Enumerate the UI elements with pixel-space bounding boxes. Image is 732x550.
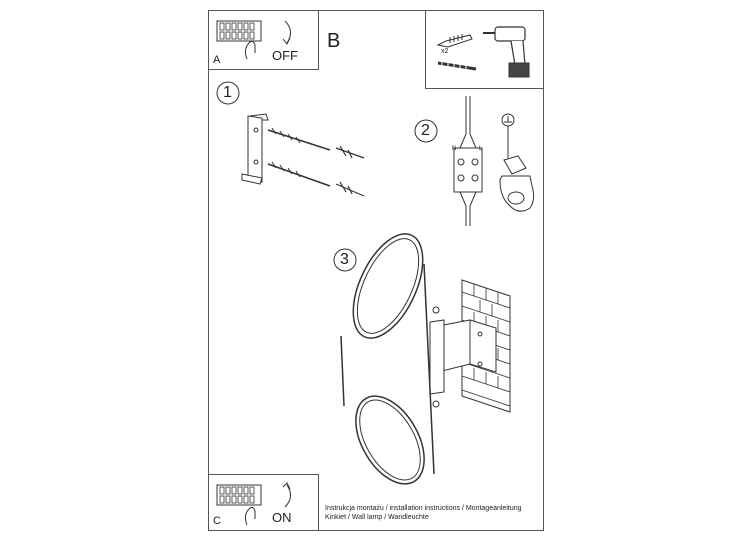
instruction-sheet — [208, 10, 544, 531]
switch-off-icon — [216, 20, 291, 60]
switch-off-label: OFF — [272, 48, 298, 63]
step-2-circle — [414, 119, 438, 143]
footer-line-1: Instrukcja montażu / installation instru… — [325, 505, 522, 512]
panel-b-letter: B — [327, 30, 341, 52]
panel-a-letter: A — [213, 54, 221, 66]
wall-plug-icon — [436, 34, 473, 48]
mounting-bracket-illustration — [241, 113, 365, 197]
step-3-circle — [333, 248, 357, 272]
panel-a: A OFF — [208, 10, 319, 70]
switch-on-label: ON — [272, 510, 292, 525]
quantity-label: x2 — [441, 48, 449, 55]
step-1-circle — [216, 81, 240, 105]
terminal-n-label: N — [452, 146, 457, 152]
terminal-block-illustration — [453, 96, 483, 226]
terminal-l-label: L — [479, 146, 483, 152]
step-1-number: 1 — [223, 84, 232, 101]
step-3-number: 3 — [340, 251, 349, 268]
wall-lamp-illustration — [340, 233, 511, 485]
drill-icon — [483, 26, 530, 78]
switch-on-icon — [216, 482, 291, 526]
screw-icon — [437, 61, 477, 71]
panel-c-letter: C — [213, 515, 221, 527]
panel-c: C ON — [208, 474, 319, 531]
ground-terminal-illustration — [499, 113, 535, 212]
footer-line-2: Kinkiet / Wall lamp / Wandleuchte — [325, 514, 429, 521]
tools-panel: x2 — [425, 10, 544, 89]
step-2-number: 2 — [421, 122, 430, 139]
